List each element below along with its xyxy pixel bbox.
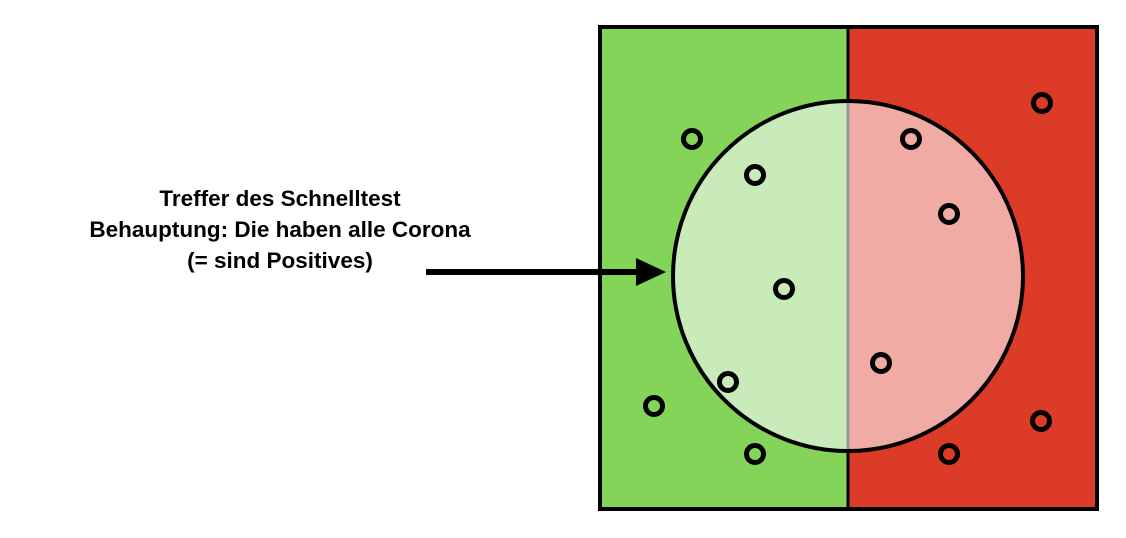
marker [643,395,665,417]
marker [744,164,766,186]
marker [773,278,795,300]
annotation-line-1: Treffer des Schnelltest [159,186,401,211]
marker [938,443,960,465]
population-frame [598,25,1099,511]
marker [1030,410,1052,432]
marker [681,128,703,150]
marker [1031,92,1053,114]
arrow-head [636,258,666,286]
markers [643,92,1053,465]
marker [744,443,766,465]
marker [717,371,739,393]
test-hit-circle-left-half [673,101,848,451]
annotation-line-2: Behauptung: Die haben alle Corona [89,217,471,242]
annotation-line-3: (= sind Positives) [187,248,373,273]
marker [938,203,960,225]
annotation-text: Treffer des Schnelltest Behauptung: Die … [20,183,540,276]
marker [870,352,892,374]
test-hit-circle-outline [671,99,1025,453]
marker [900,128,922,150]
arrow [426,258,666,286]
